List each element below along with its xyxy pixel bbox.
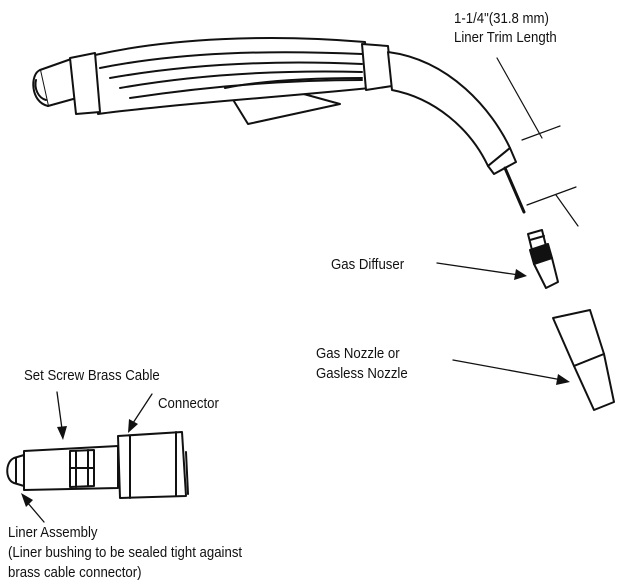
callout-arrows	[21, 262, 570, 523]
gas-nozzle-label-line2: Gasless Nozzle	[316, 365, 408, 382]
connector-label: Connector	[158, 395, 219, 412]
liner-note-line1: (Liner bushing to be sealed tight agains…	[8, 544, 243, 561]
set-screw-label: Set Screw Brass Cable	[24, 367, 160, 384]
gooseneck	[387, 51, 526, 214]
liner-note-line2: brass cable connector)	[8, 564, 142, 581]
gas-nozzle	[552, 309, 615, 411]
trim-length-dimension	[496, 57, 579, 227]
gas-nozzle-label-line1: Gas Nozzle or	[316, 345, 400, 362]
trim-length-value: 1-1/4"(31.8 mm)	[454, 10, 549, 27]
trim-length-caption: Liner Trim Length	[454, 29, 557, 46]
torch-handle	[32, 37, 393, 125]
brass-cable-connector	[6, 431, 189, 499]
liner-assembly-label: Liner Assembly	[8, 524, 98, 541]
gas-diffuser	[527, 229, 559, 289]
gas-diffuser-label: Gas Diffuser	[331, 256, 405, 273]
